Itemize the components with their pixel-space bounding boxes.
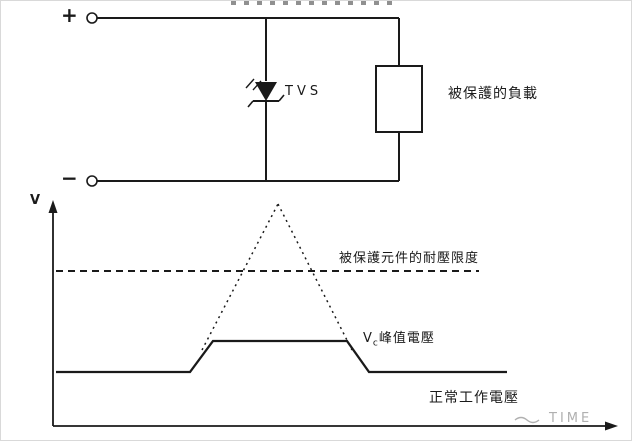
clamp-voltage-text: 峰值電壓 [378,331,435,346]
tvs-diode-symbol [245,18,285,181]
minus-terminal-label: − [61,166,78,190]
clamped-voltage-waveform [56,339,507,374]
time-axis-watermark: TIME [549,411,593,426]
top-rail-wire [86,12,399,24]
graph-axes [52,209,609,427]
voltage-axis-label: V [30,193,41,208]
withstand-limit-label: 被保護元件的耐壓限度 [337,251,482,267]
bottom-rail-wire [86,175,399,187]
axis-arrowheads [48,200,618,431]
clamp-voltage-symbol: V [363,331,373,346]
clamp-voltage-label: Vc峰值電壓 [363,331,435,349]
protected-load-label: 被保護的負載 [448,86,538,102]
tvs-label: TVS [285,84,323,99]
normal-voltage-label: 正常工作電壓 [429,390,519,406]
watermark-squiggle [514,416,540,424]
transient-peak-dotted [201,203,353,351]
clamp-voltage-subscript: c [372,338,379,349]
load-box [375,18,423,181]
cropped-text-artifact [231,1,397,5]
plus-terminal-label: + [61,3,78,27]
